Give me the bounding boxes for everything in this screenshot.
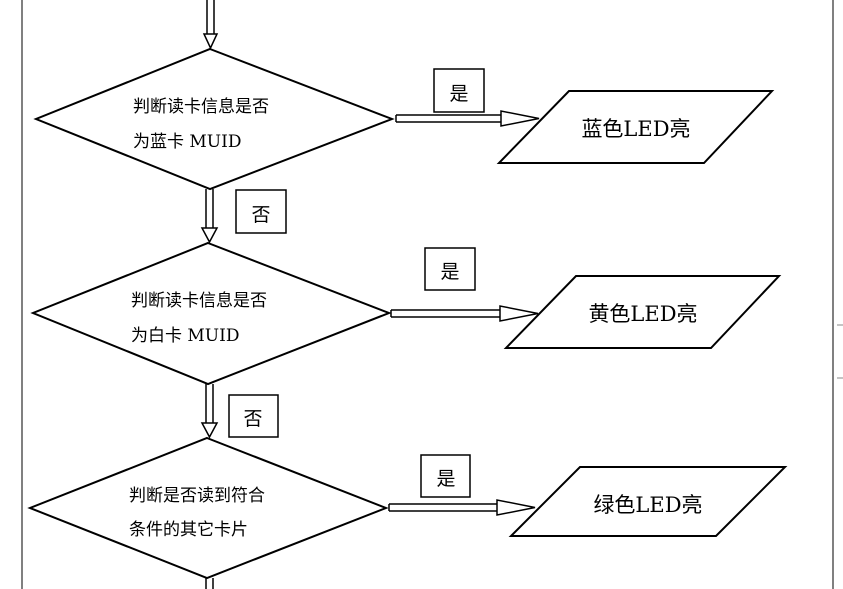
output-2-label: 黄色LED亮 <box>588 302 697 326</box>
yes-label-3: 是 <box>436 468 455 490</box>
decision-3-line1: 判断是否读到符合 <box>129 486 265 506</box>
decision-diamond-2 <box>30 241 392 386</box>
decision-1-line2: 为蓝卡 MUID <box>133 132 241 152</box>
decision-1-line1: 判断读卡信息是否 <box>133 97 269 117</box>
no-label-box-1 <box>235 189 287 234</box>
yes-arrow-2 <box>390 305 539 322</box>
no-arrow-2 <box>200 384 219 439</box>
incoming-arrow <box>202 0 219 50</box>
output-parallelogram-1 <box>496 90 775 164</box>
decision-2-line2: 为白卡 MUID <box>131 326 239 346</box>
decision-diamond-3 <box>27 436 389 580</box>
yes-label-box-1 <box>433 68 485 113</box>
output-parallelogram-2 <box>503 275 782 349</box>
output-parallelogram-3 <box>508 466 788 537</box>
yes-label-box-3 <box>420 454 471 498</box>
yes-arrow-1 <box>395 110 540 127</box>
no-label-2: 否 <box>243 408 262 430</box>
output-1-label: 蓝色LED亮 <box>581 117 690 141</box>
yes-arrow-3 <box>388 499 536 516</box>
output-3-label: 绿色LED亮 <box>593 493 702 517</box>
no-label-box-2 <box>228 394 279 438</box>
no-label-1: 否 <box>251 204 270 226</box>
yes-label-1: 是 <box>449 83 468 105</box>
yes-label-2: 是 <box>440 261 459 283</box>
decision-diamond-1 <box>33 47 395 191</box>
no-arrow-1 <box>200 189 219 244</box>
decision-2-line1: 判断读卡信息是否 <box>131 291 267 311</box>
outgoing-arrow <box>205 578 214 589</box>
decision-3-line2: 条件的其它卡片 <box>129 520 248 540</box>
yes-label-box-2 <box>424 247 476 291</box>
